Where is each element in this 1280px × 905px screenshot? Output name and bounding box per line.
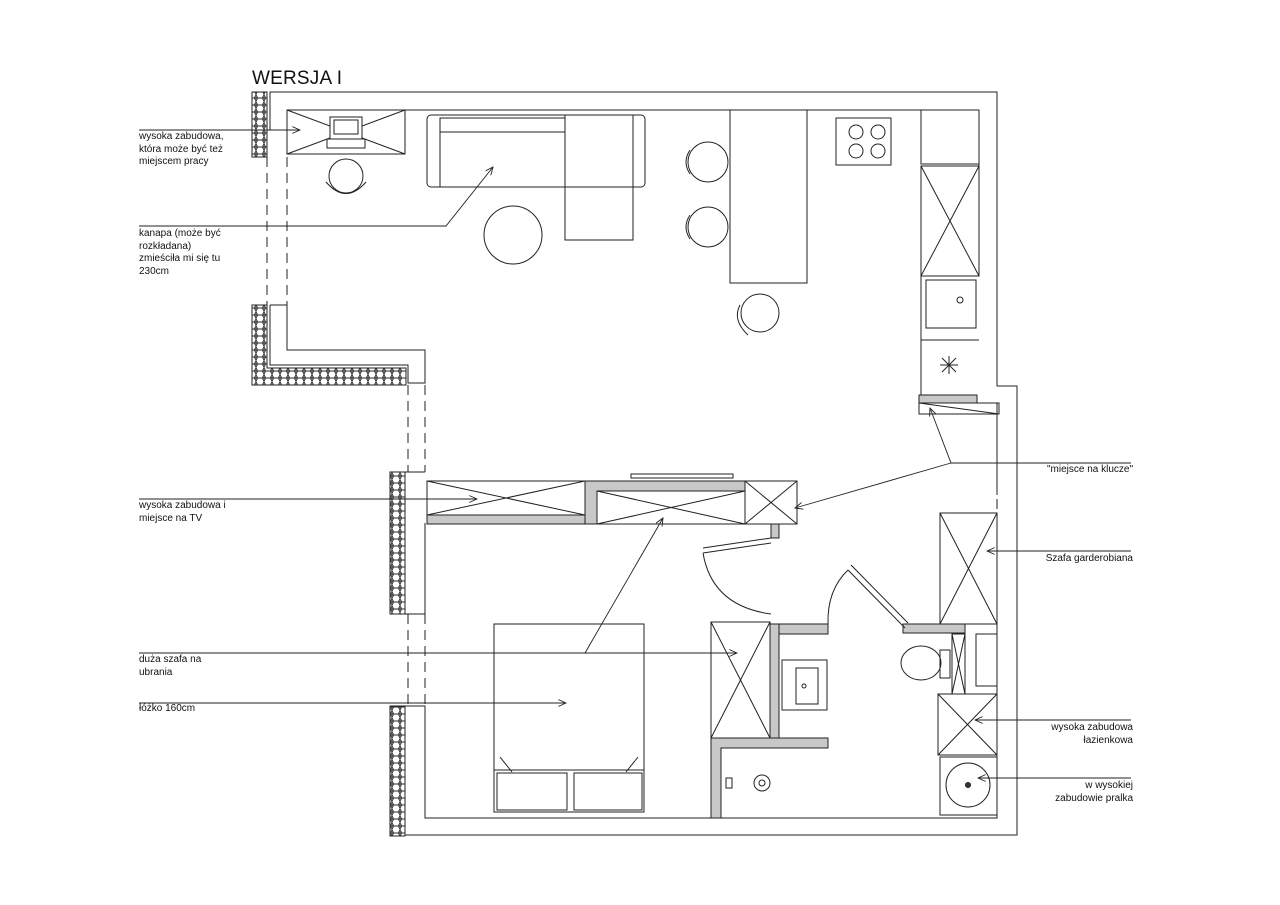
note-bath-cabinet: wysoka zabudowa łazienkowa (1051, 722, 1133, 746)
walkin-and-bath-cabinets (900, 512, 998, 816)
note-bed: łóżko 160cm (139, 703, 196, 714)
desk-cabinet (286, 109, 406, 194)
leader-lines (139, 130, 1131, 778)
bedroom-door (702, 537, 772, 615)
hall-partition (918, 394, 1000, 415)
tv-wardrobe-wall (426, 473, 798, 539)
note-sofa: kanapa (może być rozkładana) zmieściła m… (139, 228, 221, 277)
note-washer: w wysokiej zabudowie pralka (1055, 780, 1133, 804)
kitchen-island (685, 109, 808, 336)
plan-title: WERSJA I (252, 68, 343, 89)
window-dashes (266, 157, 1018, 706)
window-insulation (251, 91, 407, 837)
bathroom-walls (710, 564, 966, 819)
sofa (426, 114, 646, 265)
note-keys: "miejsce na klucze" (1046, 464, 1133, 475)
kitchen-units (835, 109, 980, 374)
bed (493, 623, 645, 813)
note-tv: wysoka zabudowa i miejsce na TV (139, 500, 226, 524)
note-desk: wysoka zabudowa, która może być też miej… (139, 131, 224, 167)
note-wardrobe: duża szafa na ubrania (139, 654, 202, 678)
note-walkin: Szafa garderobiana (1045, 553, 1133, 564)
